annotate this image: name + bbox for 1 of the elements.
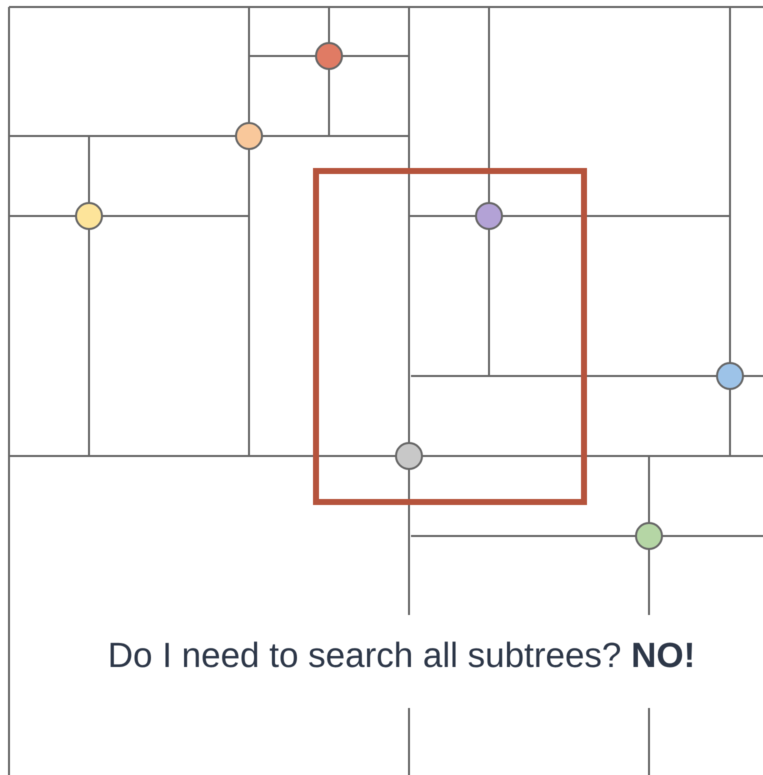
question-text: Do I need to search all subtrees? NO!	[106, 636, 696, 676]
